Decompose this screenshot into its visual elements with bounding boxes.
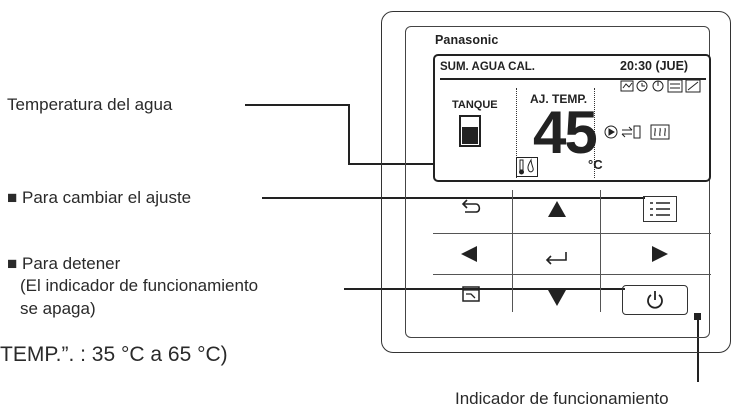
callout-line-water-down xyxy=(348,104,350,164)
lcd-separator-left xyxy=(516,88,518,178)
label-stop-detail: (El indicador de funcionamiento xyxy=(20,276,259,295)
system-icons xyxy=(604,124,670,140)
menu-icon xyxy=(650,202,670,216)
tank-label: TANQUE xyxy=(452,99,498,111)
tank-icon xyxy=(459,115,481,147)
label-stop: ■ Para detener xyxy=(7,254,121,273)
status-icons xyxy=(620,79,701,93)
clock-text: 20:30 (JUE) xyxy=(620,59,689,73)
menu-button[interactable] xyxy=(643,196,677,222)
water-temperature-icon xyxy=(516,157,538,177)
power-button[interactable] xyxy=(622,285,688,315)
callout-line-water xyxy=(245,104,349,106)
power-icon xyxy=(647,291,663,309)
timer-button[interactable] xyxy=(462,286,480,302)
back-button[interactable] xyxy=(460,198,484,216)
remote-controller xyxy=(381,11,731,353)
controller-face xyxy=(405,26,710,338)
grid-h2 xyxy=(433,274,711,275)
enter-button[interactable] xyxy=(544,251,570,265)
grid-v2 xyxy=(600,190,601,312)
mode-text: SUM. AGUA CAL. xyxy=(440,61,535,73)
label-stop-detail-2: se apaga) xyxy=(20,299,96,318)
temperature-value: 45 xyxy=(533,99,598,166)
operation-indicator-led xyxy=(694,313,701,320)
temperature-unit: °C xyxy=(588,157,603,172)
callout-line-stop xyxy=(344,288,625,290)
brand-logo: Panasonic xyxy=(435,33,499,47)
label-operation-indicator: Indicador de funcionamiento xyxy=(455,389,669,408)
lcd-divider xyxy=(440,78,706,80)
label-temperature-range: TEMP.”. : 35 °C a 65 °C) xyxy=(0,343,228,366)
right-arrow-button[interactable] xyxy=(651,245,669,263)
set-temp-label: AJ. TEMP. xyxy=(530,92,588,106)
left-arrow-button[interactable] xyxy=(460,245,478,263)
callout-line-indicator xyxy=(697,320,699,382)
up-arrow-button[interactable] xyxy=(547,200,567,218)
lcd-separator-right xyxy=(594,88,596,178)
label-change-setting: ■ Para cambiar el ajuste xyxy=(7,188,192,207)
down-arrow-button[interactable] xyxy=(547,289,567,307)
label-water-temperature: Temperatura del agua xyxy=(7,95,173,114)
callout-line-change xyxy=(262,197,645,199)
grid-h1 xyxy=(433,233,711,234)
grid-v1 xyxy=(512,190,513,312)
